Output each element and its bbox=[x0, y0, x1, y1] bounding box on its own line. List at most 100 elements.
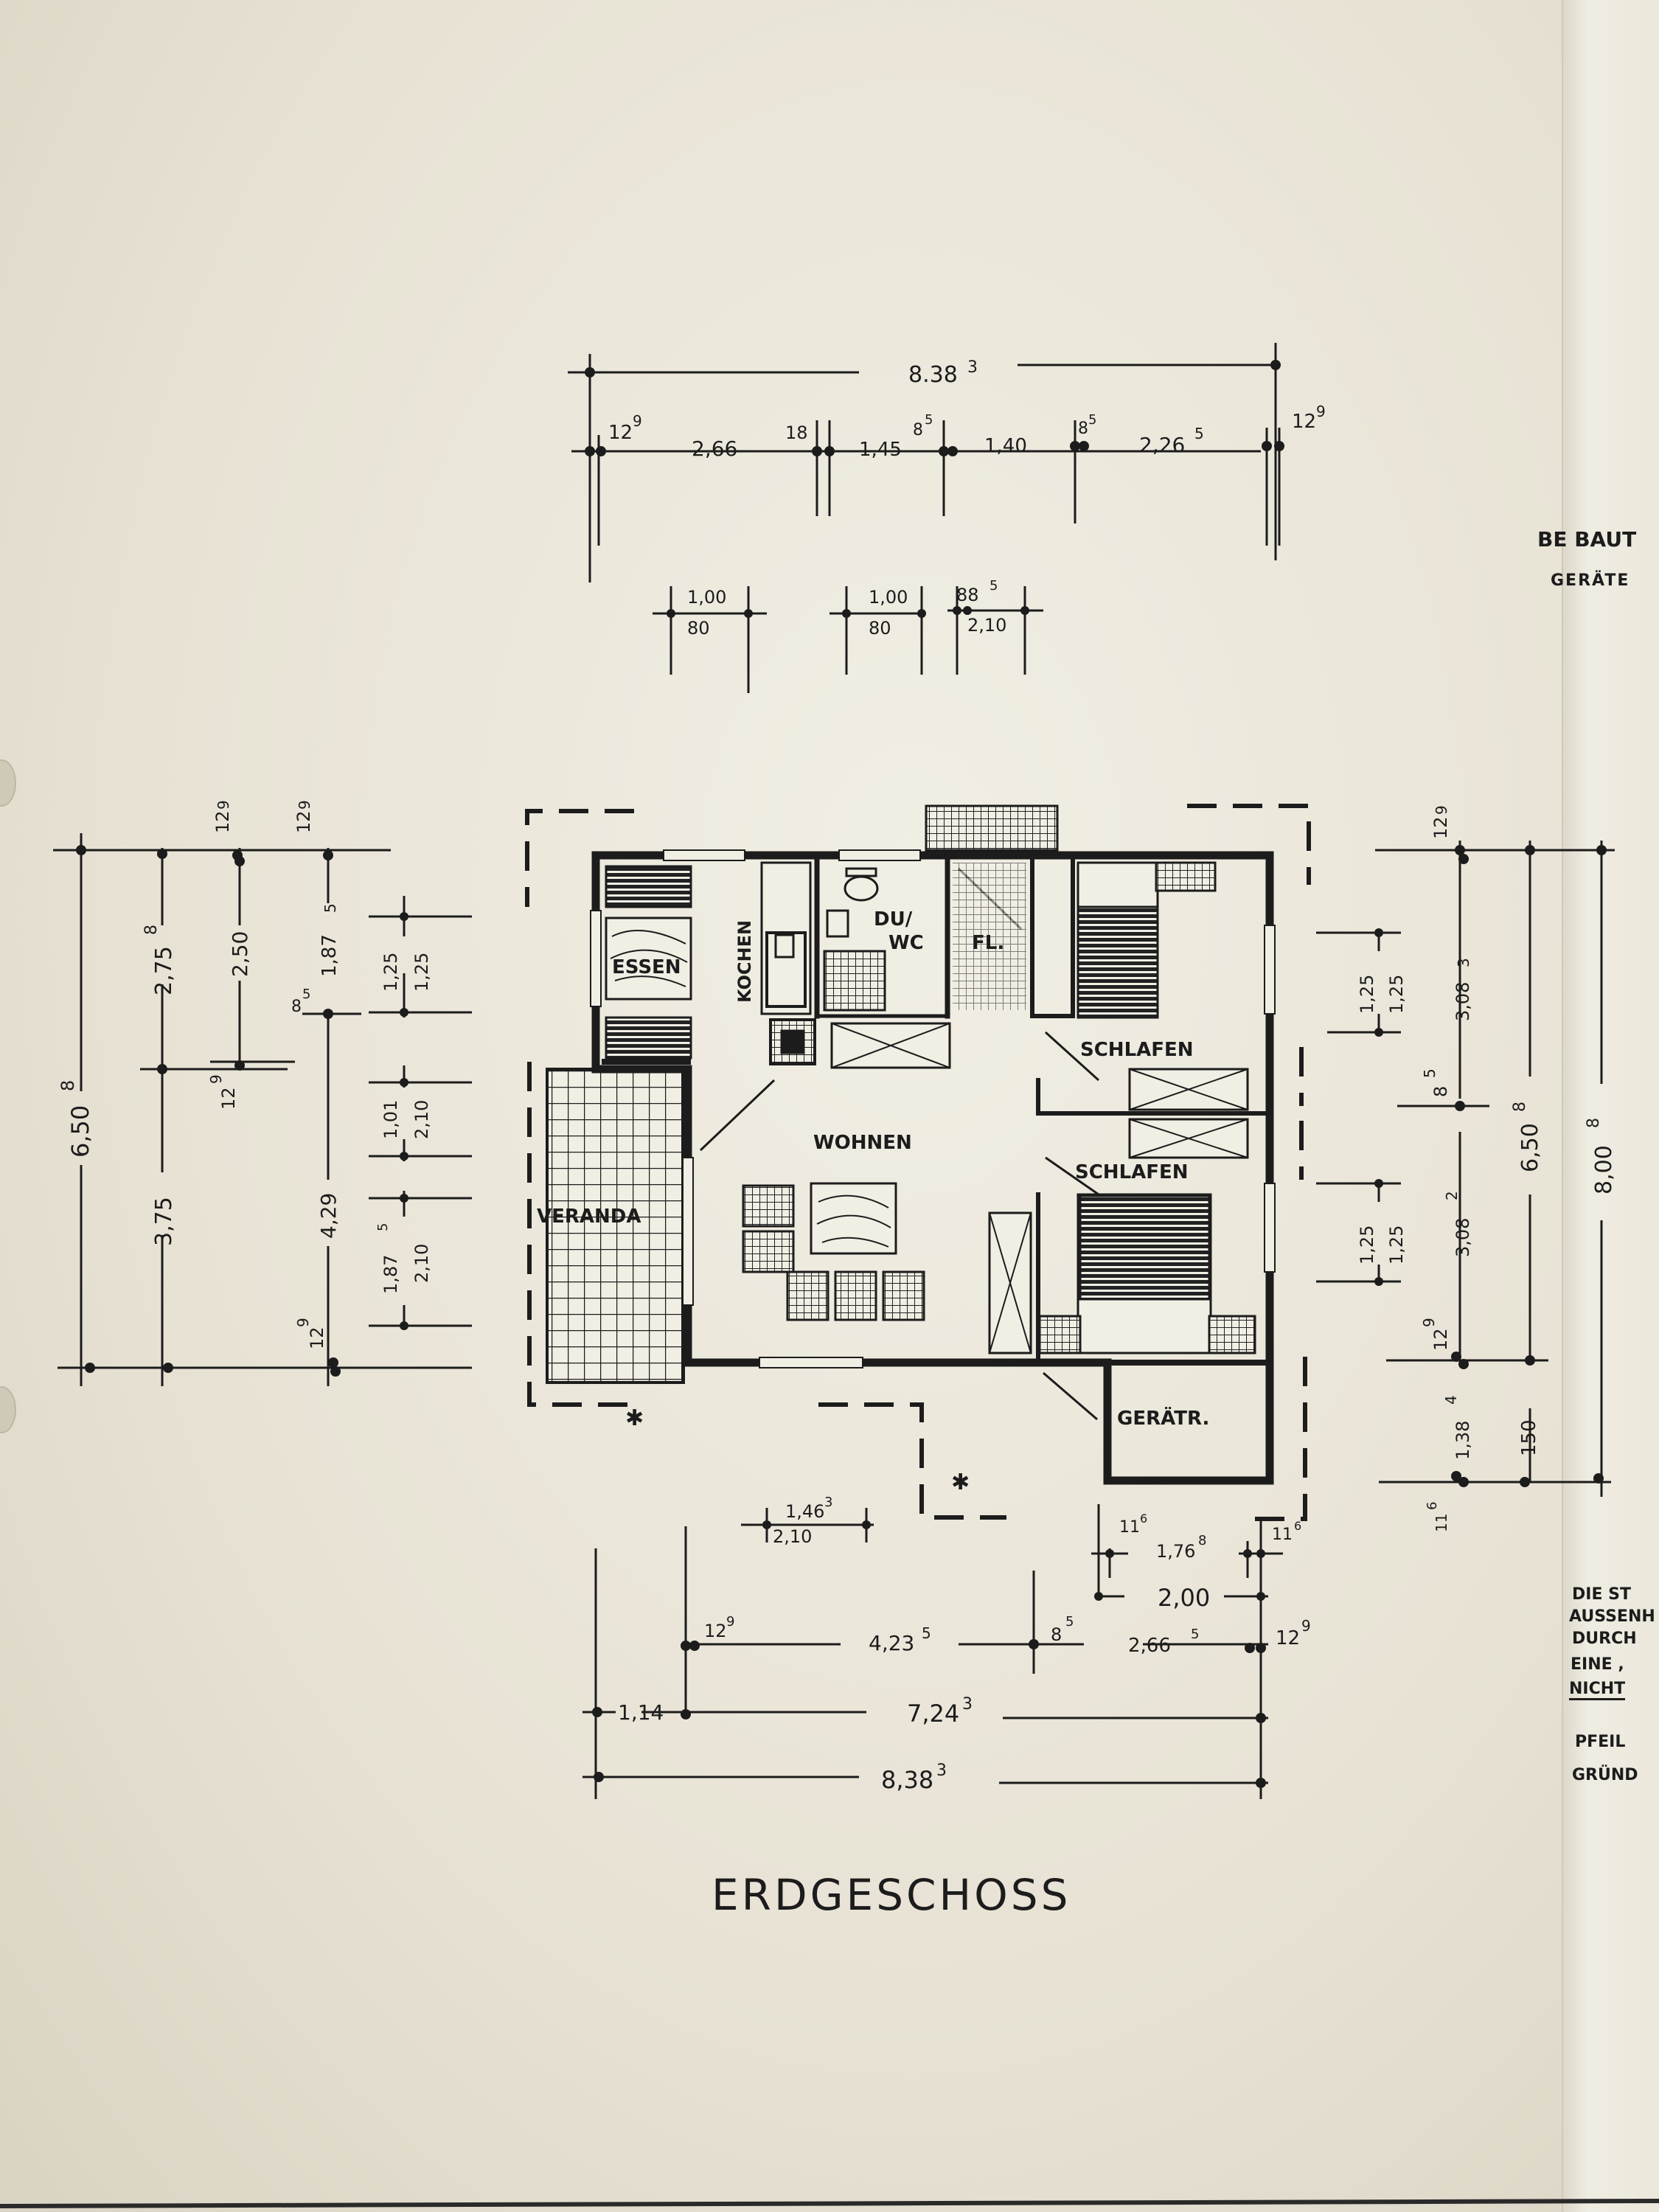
plan-title: ERDGESCHOSS bbox=[712, 1870, 1071, 1920]
svg-text:8: 8 bbox=[1585, 1118, 1603, 1128]
side-note-7: GRÜND bbox=[1572, 1766, 1638, 1784]
svg-text:1,87: 1,87 bbox=[319, 934, 341, 977]
svg-text:8,00: 8,00 bbox=[1591, 1145, 1617, 1194]
svg-text:1,00: 1,00 bbox=[687, 587, 726, 608]
svg-text:1,14: 1,14 bbox=[618, 1700, 664, 1725]
svg-text:5: 5 bbox=[1065, 1614, 1074, 1630]
flur-hatch bbox=[953, 863, 1026, 1010]
svg-text:7,24: 7,24 bbox=[907, 1700, 959, 1728]
svg-text:2: 2 bbox=[1443, 1191, 1461, 1200]
adjacent-sheet bbox=[1562, 0, 1659, 2212]
svg-text:3,08: 3,08 bbox=[1453, 982, 1473, 1021]
svg-text:3,75: 3,75 bbox=[151, 1197, 177, 1246]
svg-text:5: 5 bbox=[922, 1624, 931, 1642]
svg-text:8: 8 bbox=[1078, 420, 1088, 438]
svg-text:5: 5 bbox=[321, 903, 339, 913]
svg-text:8,38: 8,38 bbox=[881, 1766, 933, 1794]
room-essen: ESSEN bbox=[612, 956, 681, 978]
svg-text:5: 5 bbox=[1421, 1068, 1439, 1078]
svg-text:3: 3 bbox=[962, 1695, 973, 1714]
svg-text:8: 8 bbox=[58, 1080, 78, 1091]
side-text-bebaut: BE BAUT bbox=[1537, 527, 1637, 552]
side-note-5: NICHT bbox=[1569, 1680, 1626, 1700]
svg-text:5: 5 bbox=[302, 987, 310, 1002]
side-note-3: DURCH bbox=[1572, 1630, 1637, 1648]
svg-text:1,40: 1,40 bbox=[984, 435, 1027, 457]
svg-text:8: 8 bbox=[1430, 1086, 1451, 1097]
svg-text:18: 18 bbox=[785, 422, 808, 443]
svg-text:2,50: 2,50 bbox=[228, 931, 252, 977]
svg-text:9: 9 bbox=[726, 1614, 734, 1630]
entrance-mark: ✱ bbox=[951, 1470, 970, 1495]
svg-text:2,10: 2,10 bbox=[773, 1526, 812, 1547]
svg-text:8: 8 bbox=[291, 998, 302, 1016]
svg-text:80: 80 bbox=[869, 618, 891, 639]
side-note-2: AUSSENH bbox=[1569, 1607, 1655, 1626]
top-opening-labels: 1,00 80 1,00 80 88 5 2,10 bbox=[687, 578, 1006, 639]
interior-walls bbox=[602, 852, 1273, 1366]
svg-text:1,25: 1,25 bbox=[1386, 975, 1407, 1014]
windows bbox=[590, 849, 1276, 1368]
side-note-1: DIE ST bbox=[1572, 1585, 1631, 1604]
svg-text:1,01: 1,01 bbox=[380, 1100, 401, 1139]
svg-text:9: 9 bbox=[207, 1074, 225, 1084]
svg-text:5: 5 bbox=[1194, 425, 1204, 442]
svg-text:12: 12 bbox=[1276, 1627, 1300, 1649]
left-dimensions bbox=[53, 833, 472, 1386]
svg-text:8: 8 bbox=[1511, 1102, 1529, 1112]
right-dimensions bbox=[1316, 841, 1615, 1497]
svg-text:9: 9 bbox=[1316, 403, 1326, 420]
svg-text:1,87: 1,87 bbox=[380, 1255, 401, 1294]
svg-text:8: 8 bbox=[142, 925, 161, 935]
svg-text:12: 12 bbox=[293, 810, 314, 833]
svg-text:1,46: 1,46 bbox=[785, 1501, 824, 1522]
svg-text:5: 5 bbox=[925, 412, 933, 428]
svg-text:11: 11 bbox=[1433, 1514, 1450, 1532]
svg-text:11: 11 bbox=[1272, 1526, 1293, 1544]
svg-text:6: 6 bbox=[1425, 1502, 1440, 1510]
side-note-6: PFEIL bbox=[1575, 1733, 1626, 1751]
svg-text:4: 4 bbox=[1442, 1395, 1460, 1405]
svg-text:6,50: 6,50 bbox=[1517, 1123, 1543, 1172]
svg-text:1,45: 1,45 bbox=[859, 439, 902, 461]
svg-text:9: 9 bbox=[215, 800, 232, 810]
svg-text:3: 3 bbox=[936, 1761, 947, 1780]
bottom-dimension-dots bbox=[592, 1520, 1266, 1788]
right-dimension-labels: 12 9 3,08 3 8 5 6,50 8 8,00 8 3,08 2 12 … bbox=[1357, 805, 1617, 1532]
svg-text:8: 8 bbox=[1051, 1624, 1062, 1645]
svg-text:12: 12 bbox=[212, 810, 233, 833]
svg-text:88: 88 bbox=[956, 585, 979, 605]
svg-text:2,66: 2,66 bbox=[692, 437, 737, 461]
svg-text:9: 9 bbox=[1433, 805, 1450, 815]
room-du-wc-line2: WC bbox=[888, 932, 924, 954]
svg-text:5: 5 bbox=[375, 1223, 391, 1231]
svg-text:12: 12 bbox=[1430, 1328, 1451, 1351]
svg-text:8: 8 bbox=[913, 421, 923, 439]
svg-text:9: 9 bbox=[296, 800, 313, 810]
svg-text:12: 12 bbox=[704, 1621, 727, 1641]
right-dimension-dots bbox=[1374, 845, 1607, 1487]
side-text-geraete: GERÄTE bbox=[1551, 571, 1630, 590]
svg-text:5: 5 bbox=[990, 578, 998, 594]
svg-text:1,25: 1,25 bbox=[1357, 975, 1377, 1014]
side-note-4: EINE , bbox=[1571, 1655, 1624, 1674]
svg-text:9: 9 bbox=[294, 1318, 312, 1327]
svg-text:2,26: 2,26 bbox=[1139, 433, 1185, 457]
room-du-wc: DU/ bbox=[874, 908, 913, 931]
svg-text:4,23: 4,23 bbox=[869, 1631, 914, 1655]
left-dimension-labels: 6,50 8 2,75 8 3,75 12 9 2,50 12 9 12 9 1… bbox=[58, 800, 432, 1349]
svg-text:6: 6 bbox=[1140, 1512, 1147, 1526]
svg-text:1,25: 1,25 bbox=[1357, 1225, 1377, 1265]
svg-text:12: 12 bbox=[608, 422, 633, 444]
svg-text:2,10: 2,10 bbox=[411, 1244, 432, 1283]
wardrobes bbox=[830, 1022, 1249, 1354]
bathroom-fixtures bbox=[823, 867, 886, 1012]
svg-text:9: 9 bbox=[633, 412, 642, 430]
svg-text:2,10: 2,10 bbox=[411, 1100, 432, 1139]
svg-text:12: 12 bbox=[307, 1326, 327, 1349]
veranda-mark: ✱ bbox=[625, 1405, 644, 1431]
svg-text:3: 3 bbox=[967, 358, 978, 377]
svg-text:11: 11 bbox=[1119, 1518, 1140, 1537]
